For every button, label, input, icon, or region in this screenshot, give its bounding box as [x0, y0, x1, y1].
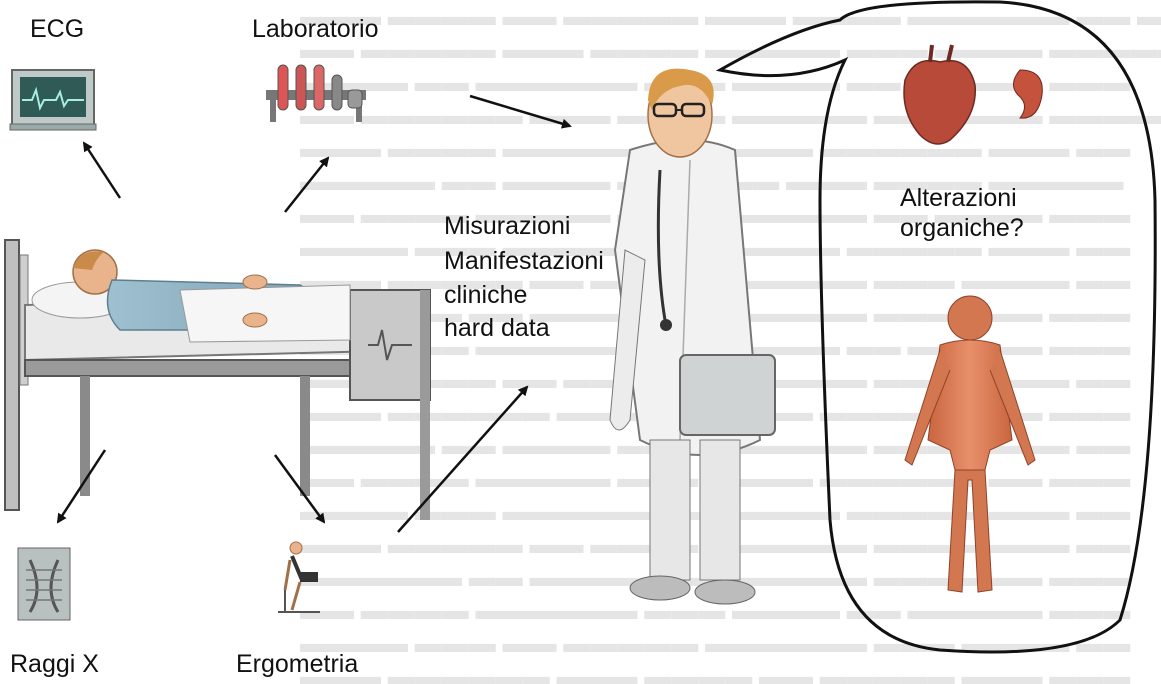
arrow-to-lab [285, 158, 328, 212]
heart-illustration [904, 45, 975, 144]
label-laboratorio: Laboratorio [252, 14, 378, 45]
label-organiche: organiche? [900, 213, 1024, 244]
xray-illustration [18, 548, 70, 620]
arrow-to-doctor [470, 96, 570, 126]
label-alterazioni: Alterazioni [900, 183, 1017, 214]
ecg-monitor-illustration [10, 70, 96, 130]
kidney-illustration [1013, 70, 1042, 118]
label-cliniche: cliniche [444, 280, 527, 311]
bed-patient-illustration [5, 240, 430, 520]
arrow-to-ergometry [275, 455, 324, 522]
label-hard-data: hard data [444, 313, 550, 344]
ergometry-illustration [278, 542, 320, 612]
arrow-to-ecg [84, 143, 120, 198]
arrow-ergometry-to-doctor [398, 387, 527, 532]
lab-rack-illustration [266, 65, 366, 122]
label-misurazioni: Misurazioni [444, 211, 570, 242]
label-ecg: ECG [30, 14, 84, 45]
doctor-illustration [610, 69, 775, 604]
label-ergometria: Ergometria [236, 649, 358, 680]
label-raggi-x: Raggi X [10, 649, 99, 680]
anatomy-body-illustration [905, 296, 1035, 592]
label-manifestazioni: Manifestazioni [444, 246, 604, 277]
